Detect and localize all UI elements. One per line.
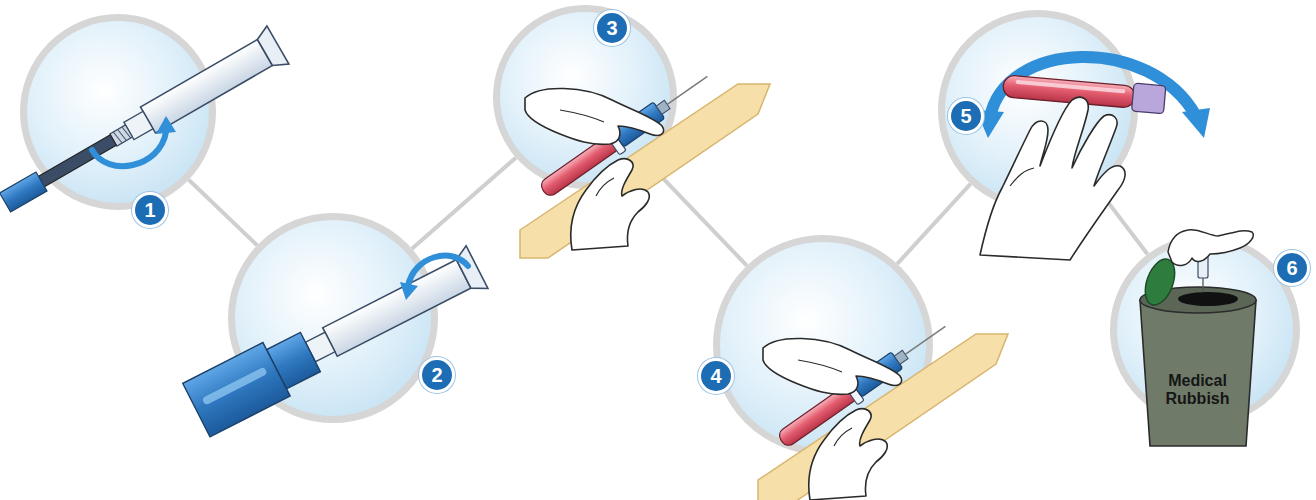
callout-number: 3 <box>606 18 617 38</box>
callout-number: 2 <box>431 365 442 385</box>
callout-number: 1 <box>144 200 155 220</box>
callout-badge: 3 <box>594 10 630 46</box>
callout-badge: 1 <box>132 192 168 228</box>
bin-label: Medical Rubbish <box>1150 372 1245 409</box>
step-circle: 4 <box>713 235 933 455</box>
step-circle: 6Medical Rubbish <box>1110 235 1300 425</box>
callout-number: 4 <box>710 366 721 386</box>
connector-line <box>897 184 970 264</box>
callout-badge: 6 <box>1274 250 1310 286</box>
connector-line <box>412 158 516 249</box>
step-circle: 2 <box>228 213 438 423</box>
callout-number: 5 <box>960 106 971 126</box>
callout-badge: 5 <box>948 98 984 134</box>
step-circle: 1 <box>20 14 216 210</box>
callout-badge: 4 <box>698 358 734 394</box>
callout-badge: 2 <box>419 357 455 393</box>
step-circle: 5 <box>938 10 1138 210</box>
connector-line <box>1098 190 1147 255</box>
connector-line <box>649 163 747 265</box>
step-circle: 3 <box>493 5 677 189</box>
connector-line <box>189 180 257 246</box>
callout-number: 6 <box>1286 258 1297 278</box>
